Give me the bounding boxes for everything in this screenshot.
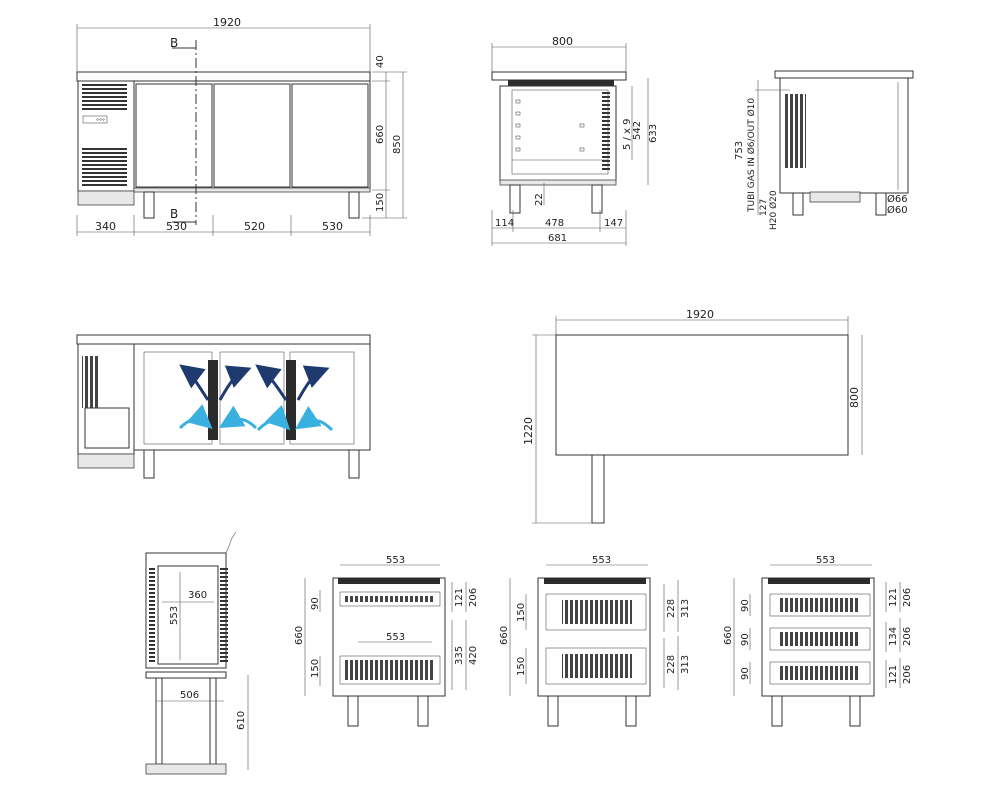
d1-dim-c: 121	[454, 588, 465, 607]
side-dim-d2: 478	[545, 218, 564, 229]
d3-dim-top: 553	[816, 555, 835, 566]
d2-dim-top: 553	[592, 555, 611, 566]
airflow-view	[76, 334, 371, 479]
d1-dim-a: 90	[310, 597, 321, 610]
end-dim-d: Ø60	[887, 204, 908, 216]
side-dim-d3: 147	[604, 218, 623, 229]
side-dim-d4: 681	[548, 233, 567, 244]
front-dim-legs: 150	[375, 193, 386, 212]
d1-dim-mid: 553	[386, 632, 405, 643]
side-dim-h2: 633	[648, 124, 659, 143]
front-dim-top: 40	[375, 55, 386, 68]
front-dim-body: 660	[375, 125, 386, 144]
sdoor-dim-b: 553	[169, 606, 180, 625]
end-view: 753 TUBI GAS IN Ø6/OUT Ø10 127 H20 Ø20 Ø…	[734, 70, 914, 230]
d3-dim-d: 121	[888, 588, 899, 607]
shelf-clips	[515, 99, 585, 152]
side-dim-top: 800	[552, 35, 573, 48]
end-dim-a: 127	[759, 199, 769, 216]
d1-dim-f: 420	[468, 646, 479, 665]
d2-dim-b: 150	[516, 657, 527, 676]
sdoor-dim-c: 506	[180, 690, 199, 701]
end-dim-h: 753	[734, 141, 745, 160]
drawer-view-3: 553 660 90 90 90 121 206 134 206 121 206	[723, 555, 913, 727]
d2-dim-a: 150	[516, 603, 527, 622]
d3-dim-f: 134	[888, 627, 899, 646]
d3-dim-e: 206	[902, 588, 913, 607]
d3-dim-h: 660	[723, 626, 734, 645]
section-mark-bottom: B	[170, 207, 178, 221]
end-dim-gas: TUBI GAS IN Ø6/OUT Ø10	[746, 98, 757, 213]
section-mark-top: B	[170, 36, 178, 50]
top-dim-d: 800	[848, 387, 861, 408]
side-dim-d5: 22	[534, 193, 545, 206]
side-dim-d1: 114	[495, 218, 514, 229]
side-view: 800 22 5 / x 9 542 633 114	[491, 35, 659, 246]
drawer-view-1: 553 553 660 90 150 121 206 335 420	[294, 555, 479, 727]
front-dim-w1: 340	[95, 220, 116, 233]
d1-dim-d: 206	[468, 588, 479, 607]
end-dim-b: H20 Ø20	[768, 190, 779, 230]
side-dim-shelves: 5 / x 9	[622, 118, 633, 150]
end-dim-c: Ø66	[887, 193, 908, 205]
d2-dim-e: 228	[666, 655, 677, 674]
d3-dim-h2: 121	[888, 665, 899, 684]
front-dim-total-height: 850	[392, 135, 403, 154]
d3-dim-b: 90	[740, 633, 751, 646]
front-dim-w3: 520	[244, 220, 265, 233]
d2-dim-f: 313	[680, 655, 691, 674]
d3-dim-c: 90	[740, 667, 751, 680]
top-plan-view: 1920 1220 800	[522, 308, 863, 524]
d1-dim-top: 553	[386, 555, 405, 566]
top-dim-w: 1920	[686, 308, 714, 321]
d3-dim-i: 206	[902, 665, 913, 684]
front-view: 1920 °°° B B 340 530 520 530	[76, 16, 407, 236]
sdoor-dim-a: 360	[188, 590, 207, 601]
d1-dim-b: 150	[310, 659, 321, 678]
d1-dim-h: 660	[294, 626, 305, 645]
d1-dim-e: 335	[454, 646, 465, 665]
svg-text:°°°: °°°	[96, 118, 105, 125]
d3-dim-g: 206	[902, 627, 913, 646]
top-dim-total: 1220	[522, 417, 535, 445]
d3-dim-a: 90	[740, 599, 751, 612]
d2-dim-d: 313	[680, 599, 691, 618]
front-dim-w2: 530	[166, 220, 187, 233]
front-dim-overall-width: 1920	[213, 16, 241, 29]
d2-dim-c: 228	[666, 599, 677, 618]
side-dim-h1: 542	[632, 121, 643, 140]
section-door-view: 360 553 506 610	[145, 531, 249, 775]
front-dim-w4: 530	[322, 220, 343, 233]
drawer-view-2: 553 660 150 150 228 313 228 313	[499, 555, 691, 727]
d2-dim-h: 660	[499, 626, 510, 645]
sdoor-dim-d: 610	[236, 711, 247, 730]
